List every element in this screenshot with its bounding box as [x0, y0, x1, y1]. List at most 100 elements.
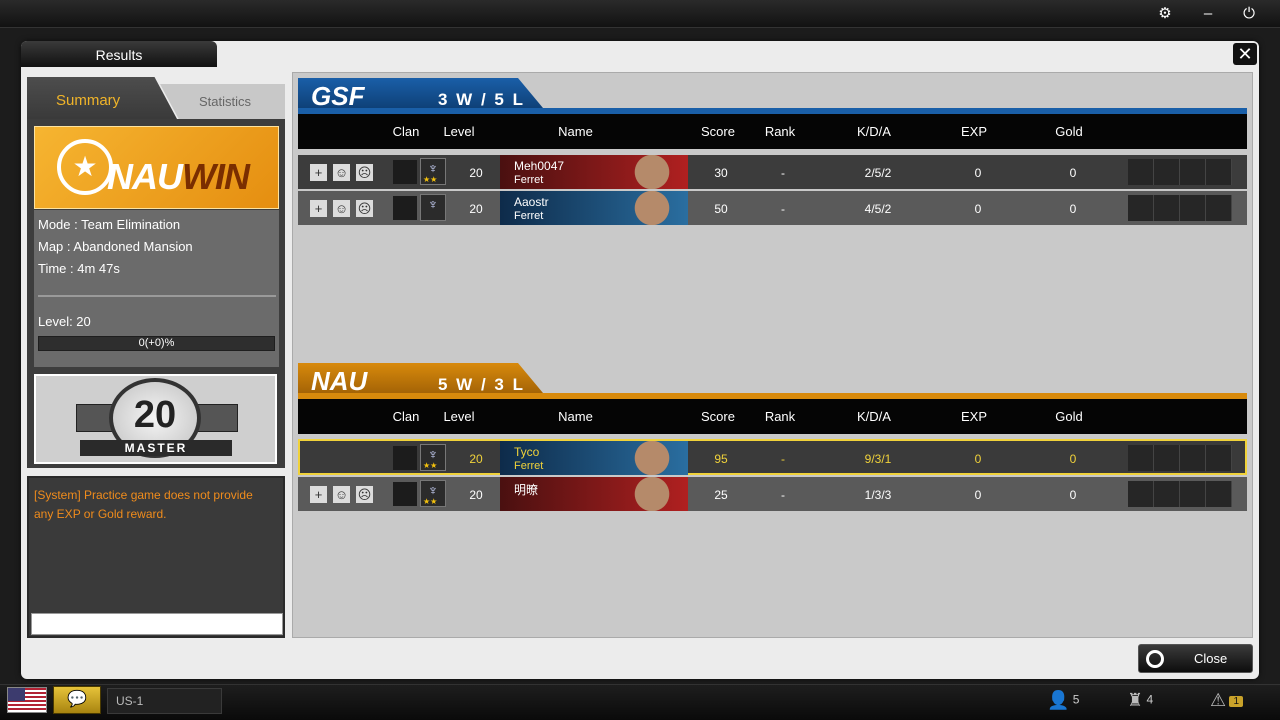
result-banner: ★ NAUWIN	[34, 126, 279, 209]
player-kda: 1/3/3	[864, 488, 892, 502]
player-portrait	[598, 477, 688, 511]
player-level: 20	[469, 202, 483, 216]
warning-icon: ⚠	[1210, 690, 1227, 710]
col-clan: Clan	[392, 409, 420, 424]
col-name: Name	[558, 124, 593, 139]
close-icon[interactable]: ✕	[1233, 43, 1257, 65]
team-gsf-record: 3 W / 5 L	[438, 90, 525, 109]
item-slot	[1128, 195, 1154, 221]
like-icon[interactable]: ☺	[333, 200, 350, 217]
star-emblem-icon: ★	[57, 139, 113, 195]
team-gsf-name: GSF	[311, 81, 365, 111]
add-friend-icon[interactable]: +	[310, 486, 327, 503]
dislike-icon[interactable]: ☹	[356, 164, 373, 181]
alerts-count[interactable]: ⚠ 1	[1210, 690, 1244, 711]
clan-count-value: 4	[1146, 692, 1154, 707]
exp-progress-bar: 0(+0)%	[38, 336, 275, 351]
table-row-self[interactable]: ♆★★ 20 Tyco Ferret 95 - 9/3/1 0 0	[298, 439, 1247, 475]
team-nau-column-headers: Clan Level Name Score Rank K/D/A EXP Gol…	[298, 399, 1247, 434]
like-icon[interactable]: ☺	[333, 486, 350, 503]
team-gsf-column-headers: Clan Level Name Score Rank K/D/A EXP Gol…	[298, 114, 1247, 149]
rank-insignia-icon: ♆★★	[420, 480, 446, 507]
player-score: 30	[714, 166, 728, 180]
dislike-icon[interactable]: ☹	[356, 200, 373, 217]
table-row[interactable]: + ☺ ☹ ♆★★ 20 Meh0047 Ferret 30 - 2/5/2 0…	[298, 155, 1247, 189]
circle-icon	[1146, 650, 1164, 668]
item-slot	[1180, 481, 1206, 507]
dislike-icon[interactable]: ☹	[356, 486, 373, 503]
player-gold: 0	[1069, 452, 1077, 466]
team-nau-strip	[298, 393, 1247, 399]
col-kda: K/D/A	[857, 409, 891, 424]
col-gold: Gold	[1055, 409, 1083, 424]
friends-count[interactable]: 👤 5	[1047, 690, 1079, 711]
player-rank: -	[781, 488, 785, 502]
item-slot	[1180, 445, 1206, 471]
gear-icon[interactable]: ⚙	[1158, 5, 1172, 22]
close-button[interactable]: Close	[1138, 644, 1253, 673]
item-slot	[1180, 195, 1206, 221]
player-level: 20	[469, 488, 483, 502]
player-gold: 0	[1069, 202, 1077, 216]
col-name: Name	[558, 409, 593, 424]
col-kda: K/D/A	[857, 124, 891, 139]
team-nau-record: 5 W / 3 L	[438, 375, 525, 394]
item-slot	[1154, 445, 1180, 471]
item-slot	[1154, 481, 1180, 507]
player-name: 明暸	[514, 483, 539, 497]
player-exp: 0	[974, 488, 982, 502]
add-friend-icon[interactable]: +	[310, 200, 327, 217]
rank-insignia-icon: ♆	[420, 194, 446, 221]
player-name: Aaostr	[514, 195, 549, 209]
player-kda: 2/5/2	[864, 166, 892, 180]
tab-summary[interactable]: Summary	[27, 77, 177, 119]
col-score: Score	[701, 409, 735, 424]
player-exp: 0	[974, 452, 982, 466]
player-level: 20	[469, 452, 483, 466]
player-gold: 0	[1069, 488, 1077, 502]
clan-emblem	[393, 446, 417, 470]
power-icon[interactable]: ⏻	[1243, 5, 1255, 22]
player-portrait	[598, 191, 688, 225]
col-exp: EXP	[960, 124, 987, 139]
col-score: Score	[701, 124, 735, 139]
table-row[interactable]: + ☺ ☹ ♆★★ 20 明暸 25 - 1/3/3 0 0	[298, 477, 1247, 511]
clan-count[interactable]: ♜ 4	[1127, 690, 1153, 711]
player-rank: -	[781, 202, 785, 216]
table-row[interactable]: + ☺ ☹ ♆ 20 Aaostr Ferret 50 - 4/5/2 0 0	[298, 191, 1247, 225]
player-level: 20	[469, 166, 483, 180]
col-level: Level	[443, 409, 475, 424]
col-exp: EXP	[960, 409, 987, 424]
player-score: 95	[714, 452, 728, 466]
add-friend-icon[interactable]: +	[310, 164, 327, 181]
region-flag-icon[interactable]	[7, 687, 47, 713]
like-icon[interactable]: ☺	[333, 164, 350, 181]
server-label[interactable]: US-1	[107, 688, 222, 714]
col-gold: Gold	[1055, 124, 1083, 139]
team-nau-name: NAU	[311, 366, 368, 396]
rank-insignia-icon: ♆★★	[420, 158, 446, 185]
col-level: Level	[443, 124, 475, 139]
chat-icon[interactable]: 💬	[53, 686, 101, 714]
friends-icon: 👤	[1047, 690, 1070, 710]
player-class: Ferret	[514, 460, 544, 472]
player-exp: 0	[974, 202, 982, 216]
match-time: Time : 4m 47s	[38, 261, 120, 276]
player-gold: 0	[1069, 166, 1077, 180]
result-team: NAU	[107, 156, 183, 197]
item-slot	[1206, 445, 1232, 471]
dialog-title: Results	[21, 41, 217, 67]
match-mode: Mode : Team Elimination	[38, 217, 181, 232]
item-slot	[1206, 481, 1232, 507]
item-slot	[1128, 159, 1154, 185]
system-message: [System] Practice game does not provide …	[34, 488, 253, 521]
item-slot	[1154, 159, 1180, 185]
rank-badge: 20 MASTER	[34, 374, 277, 464]
chat-input[interactable]	[31, 613, 283, 635]
tab-statistics[interactable]: Statistics	[160, 84, 285, 119]
player-kda: 9/3/1	[864, 452, 892, 466]
minimize-icon[interactable]: –	[1203, 5, 1213, 22]
player-rank: -	[781, 452, 785, 466]
player-class: Ferret	[514, 210, 544, 222]
result-text: NAUWIN	[107, 156, 250, 197]
